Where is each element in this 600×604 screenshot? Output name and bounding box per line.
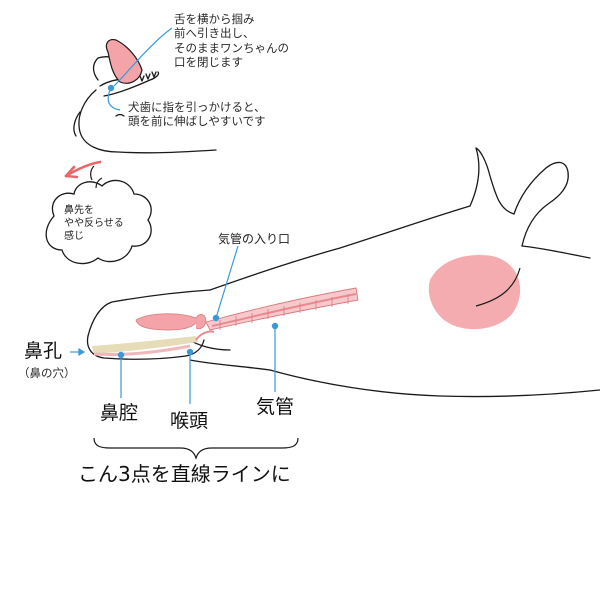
nostril-label: 鼻孔 [24,340,63,362]
tongue-note-line: 舌を横から掴み [174,12,255,26]
cloud-note-line: 鼻先を [64,205,94,216]
cloud-note: 鼻先を やや反らせる 感じ [64,204,124,243]
label-pointers [70,245,279,404]
trachea-entrance-label: 気管の入り口 [218,232,291,246]
direction-arrow-icon [64,160,102,179]
caption: こん3点を直線ラインに [78,462,291,486]
tongue-pointer-dot [107,84,115,92]
shoulder-highlight [428,255,521,330]
canine-note: 犬歯に指を引っかけると、 頭を前に伸ばしやすいです [128,100,266,129]
dog-body-outline [185,147,600,398]
grouping-brace [93,437,299,460]
thought-cloud [45,179,152,265]
cloud-tail [90,165,103,189]
tongue-note-line: 口を閉じます [174,55,243,70]
nasal-passage-lower [93,344,191,357]
nasal-cavity-label: 鼻腔 [100,402,139,424]
nasal-passage [92,336,198,354]
canine-note-line: 犬歯に指を引っかけると、 [128,100,266,114]
dog-head-outline [86,289,211,360]
shoulder-line [475,267,521,307]
canine-pointer-line [107,89,121,111]
tongue-pointer-line [113,27,173,87]
tongue-illustration [105,39,143,84]
small-dog-head [73,56,217,154]
tongue-note-line: 前へ引き出し、 [174,26,255,41]
tongue-note: 舌を横から掴み 前へ引き出し、 そのままワンちゃんの 口を閉じます [174,12,289,70]
nostril-sublabel: （鼻の穴） [18,366,76,380]
airway [135,287,359,341]
trachea-label: 気管 [256,396,295,418]
larynx-label: 喉頭 [170,410,209,432]
cloud-note-line: 感じ [64,231,84,242]
canine-note-line: 頭を前に伸ばしやすいです [128,114,266,129]
tongue-note-line: そのままワンちゃんの [174,40,289,55]
cloud-note-line: やや反らせる [64,218,124,229]
